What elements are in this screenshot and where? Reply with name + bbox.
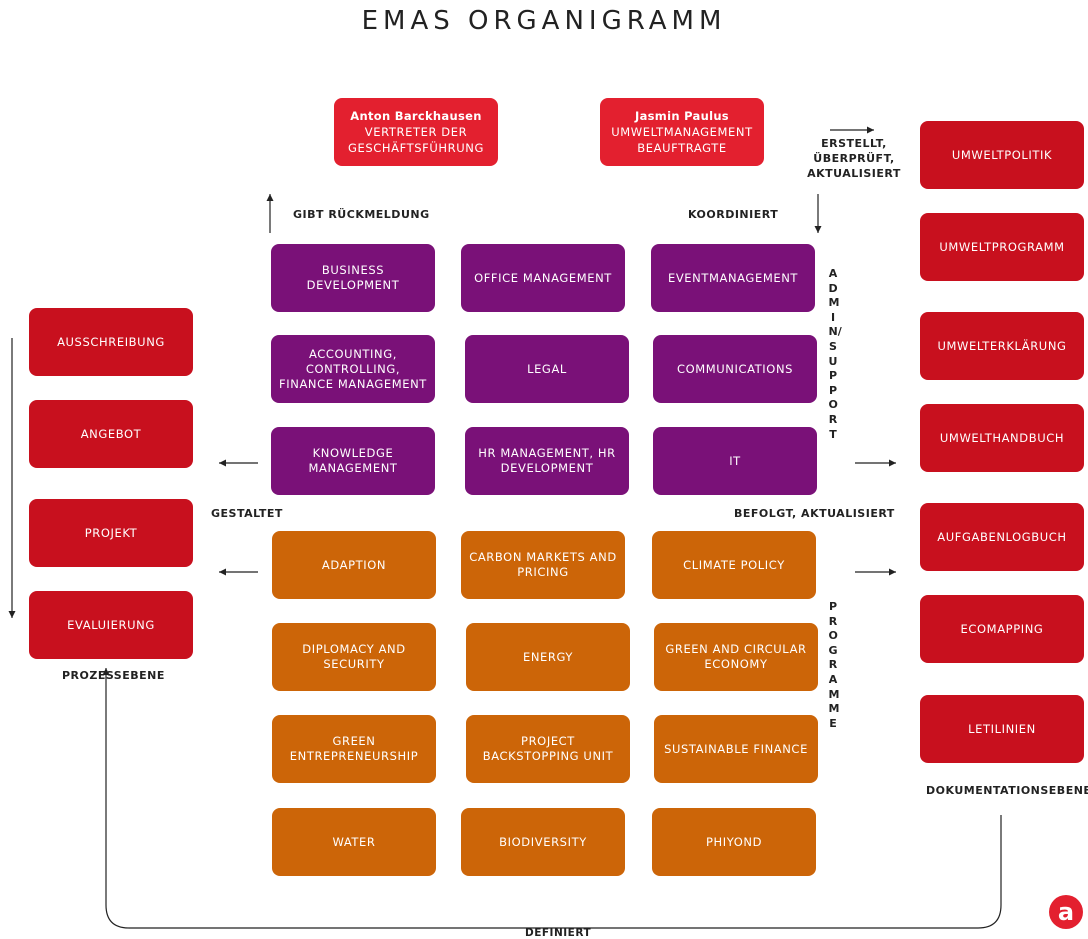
person-name: Anton Barckhausen <box>350 109 482 123</box>
label-admin-support-text: ADMIN/SUPPORT <box>828 267 842 441</box>
programme-water: WATER <box>272 808 436 876</box>
doc-aufgabenlogbuch: AUFGABENLOGBUCH <box>920 503 1084 571</box>
person-role: UMWELTMANAGEMENT BEAUFTRAGTE <box>611 125 753 155</box>
programme-sustainable-finance: SUSTAINABLE FINANCE <box>654 715 818 783</box>
programme-biodiversity: BIODIVERSITY <box>461 808 625 876</box>
brand-logo-icon: a <box>1049 895 1083 929</box>
programme-green-circular: GREEN AND CIRCULAR ECONOMY <box>654 623 818 691</box>
unit-accounting: ACCOUNTING, CONTROLLING, FINANCE MANAGEM… <box>271 335 435 403</box>
doc-umwelterklaerung: UMWELTERKLÄRUNG <box>920 312 1084 380</box>
label-programme: PROGRAMME <box>826 600 840 731</box>
unit-communications: COMMUNICATIONS <box>653 335 817 403</box>
label-dokumentationsebene: DOKUMENTATIONSEBENE <box>926 784 1088 797</box>
label-gibt-rueckmeldung: GIBT RÜCKMELDUNG <box>293 208 430 221</box>
page-title: EMAS ORGANIGRAMM <box>361 6 727 36</box>
process-ausschreibung: AUSSCHREIBUNG <box>29 308 193 376</box>
label-erstellt: ERSTELLT, ÜBERPRÜFT, AKTUALISIERT <box>807 137 901 180</box>
label-admin-support: ADMIN/SUPPORT <box>826 267 842 442</box>
process-evaluierung: EVALUIERUNG <box>29 591 193 659</box>
doc-ecomapping: ECOMAPPING <box>920 595 1084 663</box>
programme-phiyond: PHIYOND <box>652 808 816 876</box>
label-definiert: DEFINIERT <box>525 927 592 939</box>
unit-hr-management: HR MANAGEMENT, HR DEVELOPMENT <box>465 427 629 495</box>
arrow-definiert <box>102 668 1002 929</box>
unit-legal: LEGAL <box>465 335 629 403</box>
unit-eventmanagement: EVENTMANAGEMENT <box>651 244 815 312</box>
programme-climate-policy: CLIMATE POLICY <box>652 531 816 599</box>
unit-business-development: BUSINESS DEVELOPMENT <box>271 244 435 312</box>
programme-carbon-markets: CARBON MARKETS AND PRICING <box>461 531 625 599</box>
person-card-environment-officer: Jasmin Paulus UMWELTMANAGEMENT BEAUFTRAG… <box>600 98 764 166</box>
programme-green-entrepreneurship: GREEN ENTREPRENEURSHIP <box>272 715 436 783</box>
unit-it: IT <box>653 427 817 495</box>
doc-umweltprogramm: UMWELTPROGRAMM <box>920 213 1084 281</box>
doc-letilinien: LETILINIEN <box>920 695 1084 763</box>
label-befolgt: BEFOLGT, AKTUALISIERT <box>734 507 895 520</box>
unit-knowledge-management: KNOWLEDGE MANAGEMENT <box>271 427 435 495</box>
label-koordiniert: KOORDINIERT <box>688 208 779 221</box>
programme-diplomacy-security: DIPLOMACY AND SECURITY <box>272 623 436 691</box>
label-gestaltet: GESTALTET <box>211 507 283 520</box>
programme-adaption: ADAPTION <box>272 531 436 599</box>
person-name: Jasmin Paulus <box>635 109 729 123</box>
doc-umweltpolitik: UMWELTPOLITIK <box>920 121 1084 189</box>
programme-energy: ENERGY <box>466 623 630 691</box>
person-role: VERTRETER DER GESCHÄFTSFÜHRUNG <box>348 125 484 155</box>
process-projekt: PROJEKT <box>29 499 193 567</box>
process-angebot: ANGEBOT <box>29 400 193 468</box>
programme-project-backstopping: PROJECT BACKSTOPPING UNIT <box>466 715 630 783</box>
person-card-representative: Anton Barckhausen VERTRETER DER GESCHÄFT… <box>334 98 498 166</box>
label-programme-text: PROGRAMME <box>828 600 840 730</box>
label-prozessebene: PROZESSEBENE <box>62 669 165 682</box>
logo-letter: a <box>1057 898 1075 926</box>
unit-office-management: OFFICE MANAGEMENT <box>461 244 625 312</box>
doc-umwelthandbuch: UMWELTHANDBUCH <box>920 404 1084 472</box>
